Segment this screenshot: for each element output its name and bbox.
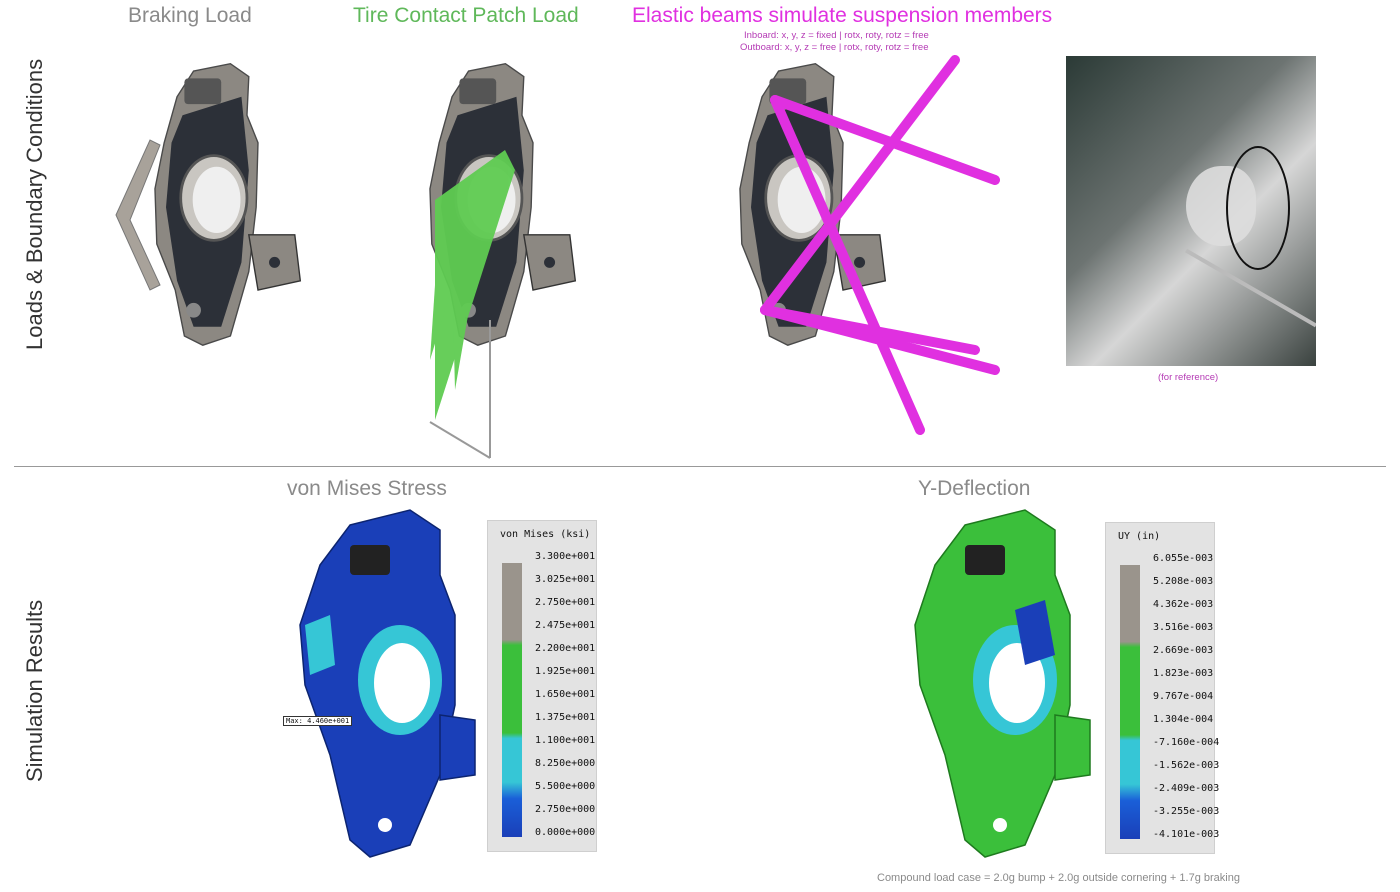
stress-legend-tick: 1.375e+001 bbox=[535, 712, 596, 723]
deflection-legend-title: UY (in) bbox=[1118, 531, 1161, 542]
deflection-legend: UY (in) bbox=[1105, 522, 1215, 854]
deflection-legend-tick: 5.208e-003 bbox=[1153, 576, 1214, 587]
deflection-legend-tick: -1.562e-003 bbox=[1153, 760, 1220, 771]
deflection-legend-tick: 1.304e-004 bbox=[1153, 714, 1214, 725]
deflection-colorbar bbox=[1120, 565, 1140, 839]
section-divider bbox=[14, 466, 1386, 467]
deflection-legend-tick: 2.669e-003 bbox=[1153, 645, 1214, 656]
beams-upright bbox=[738, 55, 1000, 435]
deflection-legend-tick: -7.160e-004 bbox=[1153, 737, 1220, 748]
braking-upright bbox=[115, 62, 302, 347]
deflection-legend-tick: 1.823e-003 bbox=[1153, 668, 1214, 679]
deflection-legend-tick: 3.516e-003 bbox=[1153, 622, 1214, 633]
deflection-legend-tick: 6.055e-003 bbox=[1153, 553, 1214, 564]
stress-legend-tick: 3.300e+001 bbox=[535, 551, 596, 562]
stress-title: von Mises Stress bbox=[287, 477, 447, 500]
deflection-title: Y-Deflection bbox=[918, 477, 1031, 500]
braking-load-title: Braking Load bbox=[128, 4, 252, 27]
max-stress-label: Max: 4.460e+001 bbox=[283, 716, 353, 726]
photo-caption: (for reference) bbox=[1158, 372, 1219, 383]
stress-colorbar bbox=[502, 563, 522, 837]
stress-legend-tick: 5.500e+000 bbox=[535, 781, 596, 792]
stress-legend-tick: 2.750e+000 bbox=[535, 804, 596, 815]
stress-legend-tick: 1.100e+001 bbox=[535, 735, 596, 746]
outboard-note: Outboard: x, y, z = free | rotx, roty, r… bbox=[740, 42, 929, 53]
stress-legend-tick: 0.000e+000 bbox=[535, 827, 596, 838]
load-case-caption: Compound load case = 2.0g bump + 2.0g ou… bbox=[877, 872, 1240, 884]
stress-legend-tick: 1.925e+001 bbox=[535, 666, 596, 677]
deflection-legend-tick: -3.255e-003 bbox=[1153, 806, 1220, 817]
deflection-legend-tick: 9.767e-004 bbox=[1153, 691, 1214, 702]
reference-photo bbox=[1066, 56, 1316, 366]
deflection-legend-tick: -2.409e-003 bbox=[1153, 783, 1220, 794]
stress-legend-tick: 2.475e+001 bbox=[535, 620, 596, 631]
photo-rotor bbox=[1226, 146, 1290, 270]
stress-part bbox=[299, 509, 476, 858]
tire-upright bbox=[428, 62, 577, 459]
stress-legend-tick: 1.650e+001 bbox=[535, 689, 596, 700]
stress-legend-tick: 2.750e+001 bbox=[535, 597, 596, 608]
deflection-legend-tick: 4.362e-003 bbox=[1153, 599, 1214, 610]
stress-legend-tick: 3.025e+001 bbox=[535, 574, 596, 585]
deflection-part bbox=[914, 509, 1091, 858]
stress-legend: von Mises (ksi) bbox=[487, 520, 597, 852]
inboard-note: Inboard: x, y, z = fixed | rotx, roty, r… bbox=[744, 30, 929, 41]
row-label-results: Simulation Results bbox=[22, 599, 47, 782]
stress-legend-tick: 8.250e+000 bbox=[535, 758, 596, 769]
stress-legend-tick: 2.200e+001 bbox=[535, 643, 596, 654]
beams-title: Elastic beams simulate suspension member… bbox=[632, 4, 1053, 27]
row-label-loads: Loads & Boundary Conditions bbox=[22, 58, 47, 350]
stress-legend-title: von Mises (ksi) bbox=[500, 529, 591, 540]
tire-load-title: Tire Contact Patch Load bbox=[353, 4, 579, 27]
deflection-legend-tick: -4.101e-003 bbox=[1153, 829, 1220, 840]
